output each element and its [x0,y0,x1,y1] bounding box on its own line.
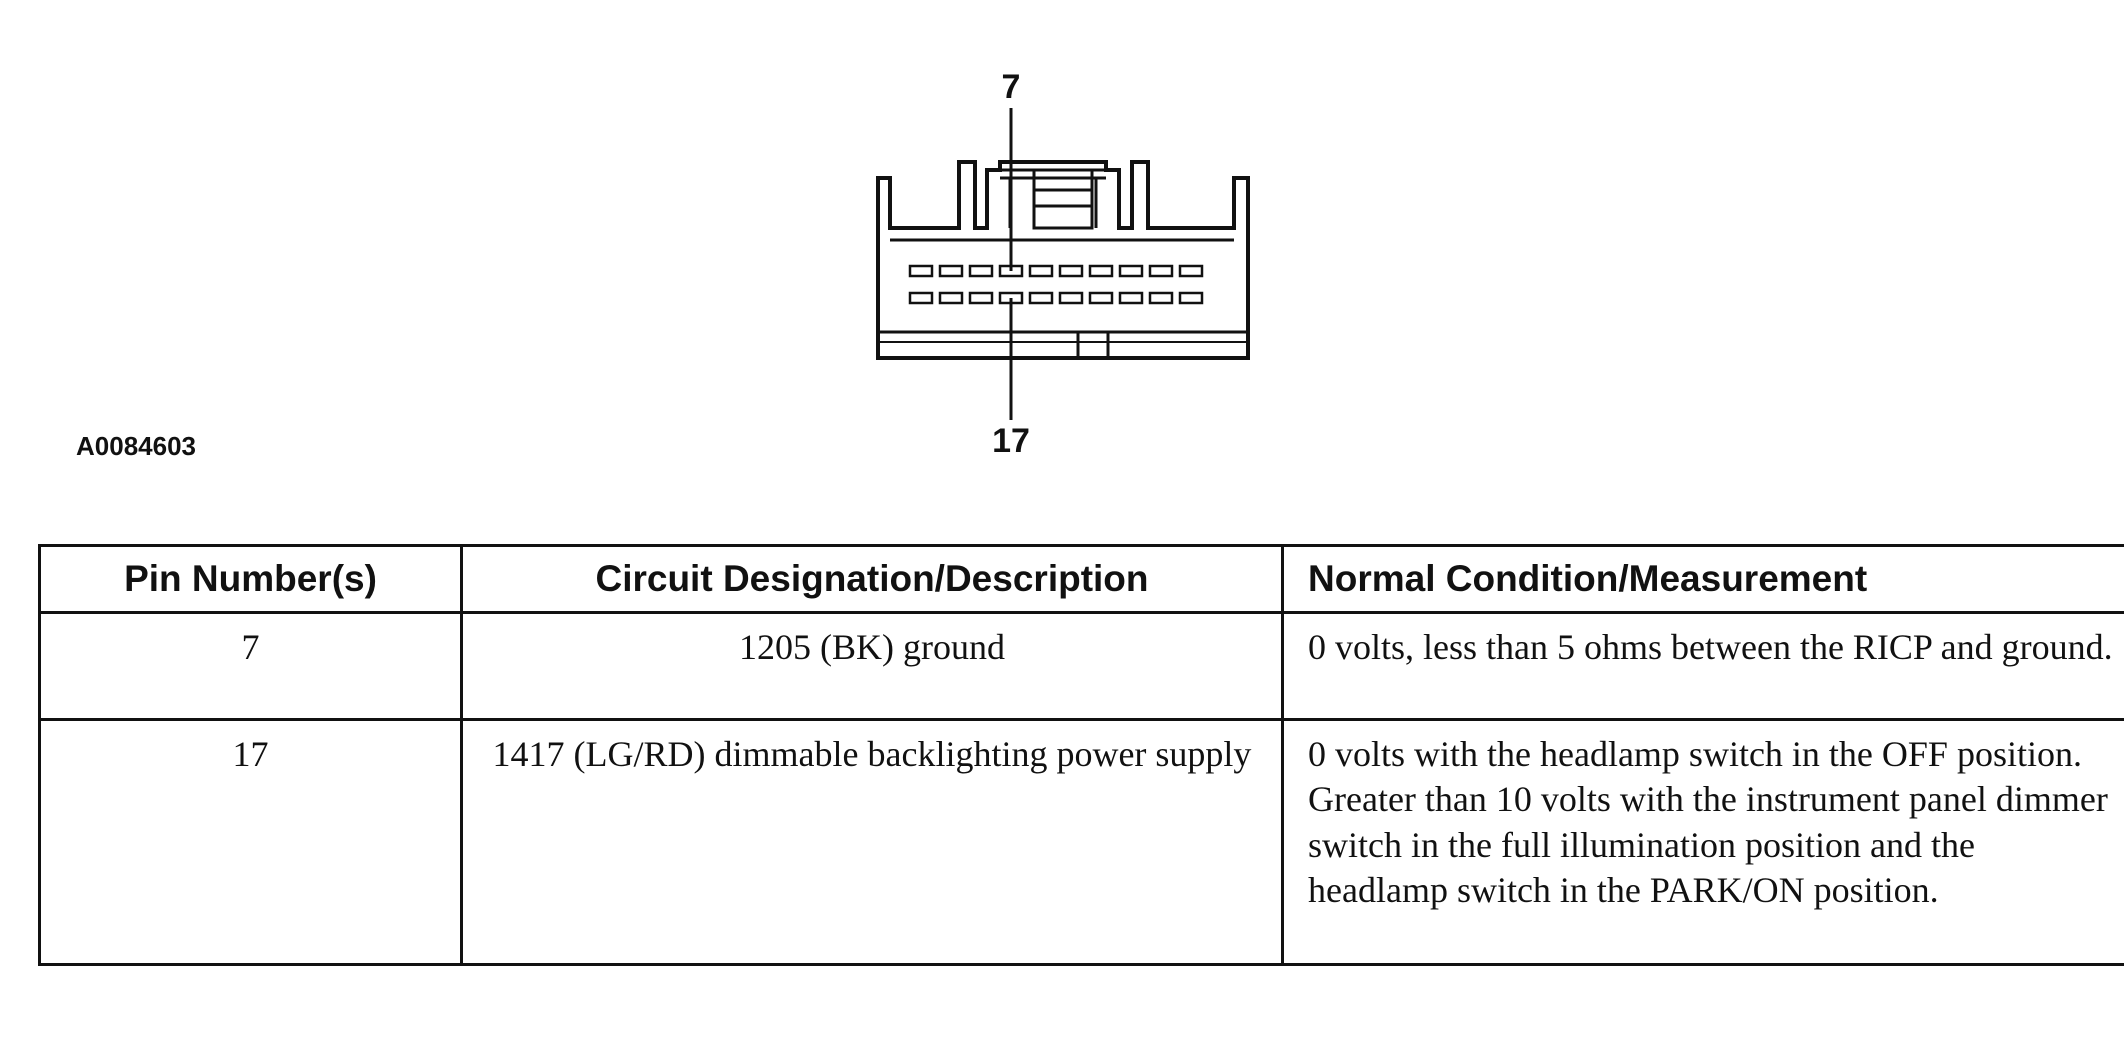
cell-pin: 7 [38,611,463,721]
header-condition: Normal Condition/Measurement [1281,544,2124,614]
table-row: 17 1417 (LG/RD) dimmable backlighting po… [38,718,2124,966]
cell-circuit: 1417 (LG/RD) dimmable backlighting power… [460,718,1284,966]
cell-condition: 0 volts, less than 5 ohms between the RI… [1281,611,2124,721]
connector-face-drawing [876,108,1250,420]
pin-17-label: 17 [992,422,1030,460]
pin-7-label: 7 [1001,68,1021,106]
cell-circuit: 1205 (BK) ground [460,611,1284,721]
figure-id: A0084603 [76,431,196,461]
header-pin-numbers: Pin Number(s) [38,544,463,614]
table-header-row: Pin Number(s) Circuit Designation/Descri… [38,544,2124,614]
header-circuit: Circuit Designation/Description [460,544,1284,614]
cell-condition: 0 volts with the headlamp switch in the … [1281,718,2124,966]
table-row: 7 1205 (BK) ground 0 volts, less than 5 … [38,611,2124,721]
connector-diagram: 7 17 A0084603 [0,0,2124,480]
cell-pin: 17 [38,718,463,966]
pin-table: Pin Number(s) Circuit Designation/Descri… [38,544,2124,966]
